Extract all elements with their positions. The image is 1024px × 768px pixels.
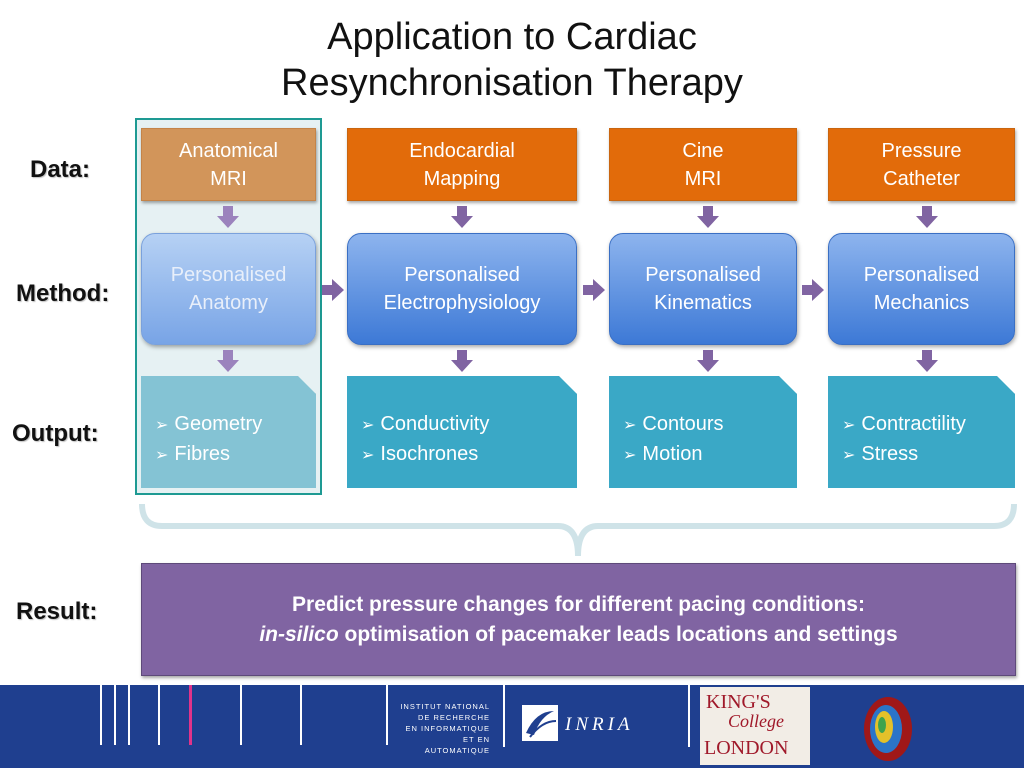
institute-line: EN INFORMATIQUE <box>405 724 490 733</box>
output-box-anatomy: ➢ Geometry ➢ Fibres <box>141 376 316 488</box>
output-item-text: Fibres <box>174 443 230 465</box>
method-box-line: Personalised <box>404 264 520 286</box>
output-item: ➢ Contours <box>623 410 797 440</box>
right-arrow-icon <box>802 279 824 301</box>
down-arrow-icon <box>217 206 239 228</box>
arrow-bullet-icon: ➢ <box>842 417 856 434</box>
kings-logo-line: College <box>728 711 784 731</box>
down-arrow-icon <box>451 206 473 228</box>
down-arrow-icon <box>916 350 938 372</box>
institute-line: ET EN AUTOMATIQUE <box>424 735 490 755</box>
data-box-line: Cine <box>682 139 724 162</box>
title-line-1: Application to Cardiac <box>327 16 697 58</box>
arrow-bullet-icon: ➢ <box>842 447 856 464</box>
data-box-line: Endocardial <box>409 139 515 162</box>
footer-divider <box>688 685 690 747</box>
output-item: ➢ Geometry <box>155 410 316 440</box>
row-label-method: Method: <box>16 280 110 307</box>
output-item-text: Isochrones <box>380 443 479 465</box>
arrow-bullet-icon: ➢ <box>155 447 169 464</box>
footer-divider <box>100 685 102 745</box>
down-arrow-icon <box>697 206 719 228</box>
row-label-result: Result: <box>16 598 98 625</box>
inria-logo-icon <box>522 705 558 741</box>
arrow-bullet-icon: ➢ <box>623 417 637 434</box>
arrow-bullet-icon: ➢ <box>361 447 375 464</box>
data-box-line: Catheter <box>883 167 960 190</box>
method-box-line: Kinematics <box>654 292 752 314</box>
output-item-text: Motion <box>642 443 703 465</box>
footer-divider <box>386 685 388 745</box>
data-box-line: Pressure <box>881 139 962 162</box>
row-label-output: Output: <box>12 420 99 447</box>
kings-college-logo: KING'S College LONDON <box>700 687 810 765</box>
output-item: ➢ Stress <box>842 440 1015 470</box>
inria-logo-text: INRIA <box>565 714 634 735</box>
data-box-line: Anatomical <box>179 139 278 162</box>
method-box-line: Personalised <box>170 264 287 286</box>
right-arrow-icon <box>583 279 605 301</box>
output-item-text: Geometry <box>174 413 263 435</box>
footer-divider <box>158 685 160 745</box>
output-item-text: Contractility <box>861 413 966 435</box>
output-item: ➢ Isochrones <box>361 440 577 470</box>
output-box-kinematics: ➢ Contours ➢ Motion <box>609 376 797 488</box>
output-item-text: Contours <box>642 413 724 435</box>
slide-title: Application to Cardiac Resynchronisation… <box>0 14 1024 106</box>
heart-model-icon <box>864 697 912 761</box>
down-arrow-icon <box>916 206 938 228</box>
method-box-line: Personalised <box>645 264 761 286</box>
arrow-bullet-icon: ➢ <box>361 417 375 434</box>
output-item-text: Conductivity <box>380 413 490 435</box>
institute-line: INSTITUT NATIONAL <box>400 702 490 711</box>
method-box-line: Anatomy <box>189 292 268 314</box>
kings-logo-line: KING'S <box>706 691 771 713</box>
kings-logo-line: LONDON <box>704 737 789 759</box>
institute-line: DE RECHERCHE <box>417 713 490 722</box>
output-item: ➢ Fibres <box>155 440 316 470</box>
title-line-2: Resynchronisation Therapy <box>281 62 743 104</box>
footer-divider <box>128 685 130 745</box>
down-arrow-icon <box>217 350 239 372</box>
method-box-line: Electrophysiology <box>383 292 541 314</box>
footer-divider <box>114 685 116 745</box>
footer-divider <box>503 685 505 747</box>
output-item: ➢ Motion <box>623 440 797 470</box>
row-label-data: Data: <box>30 156 91 183</box>
result-line-2-text: optimisation of pacemaker leads location… <box>338 622 898 646</box>
right-arrow-icon <box>322 279 344 301</box>
arrow-bullet-icon: ➢ <box>155 417 169 434</box>
down-arrow-icon <box>697 350 719 372</box>
arrow-bullet-icon: ➢ <box>623 447 637 464</box>
output-item: ➢ Conductivity <box>361 410 577 440</box>
institute-text: INSTITUT NATIONAL DE RECHERCHE EN INFORM… <box>400 701 490 756</box>
data-box-line: MRI <box>210 167 247 190</box>
result-line-2: in-silico optimisation of pacemaker lead… <box>142 620 1015 650</box>
result-box: Predict pressure changes for different p… <box>141 563 1016 676</box>
footer-divider <box>240 685 242 745</box>
output-box-electrophysiology: ➢ Conductivity ➢ Isochrones <box>347 376 577 488</box>
footer-divider-accent <box>189 685 192 745</box>
method-box-line: Personalised <box>863 264 980 286</box>
output-item-text: Stress <box>861 443 919 465</box>
down-arrow-icon <box>451 350 473 372</box>
footer-divider <box>300 685 302 745</box>
data-box-line: MRI <box>684 167 722 190</box>
data-box-line: Mapping <box>423 167 501 190</box>
result-line-1: Predict pressure changes for different p… <box>292 592 865 616</box>
footer-bar: INSTITUT NATIONAL DE RECHERCHE EN INFORM… <box>0 685 1024 768</box>
method-box-line: Mechanics <box>873 292 970 314</box>
result-italic-term: in-silico <box>259 622 339 646</box>
output-item: ➢ Contractility <box>842 410 1015 440</box>
grouping-brace <box>139 503 1017 557</box>
output-box-mechanics: ➢ Contractility ➢ Stress <box>828 376 1015 488</box>
